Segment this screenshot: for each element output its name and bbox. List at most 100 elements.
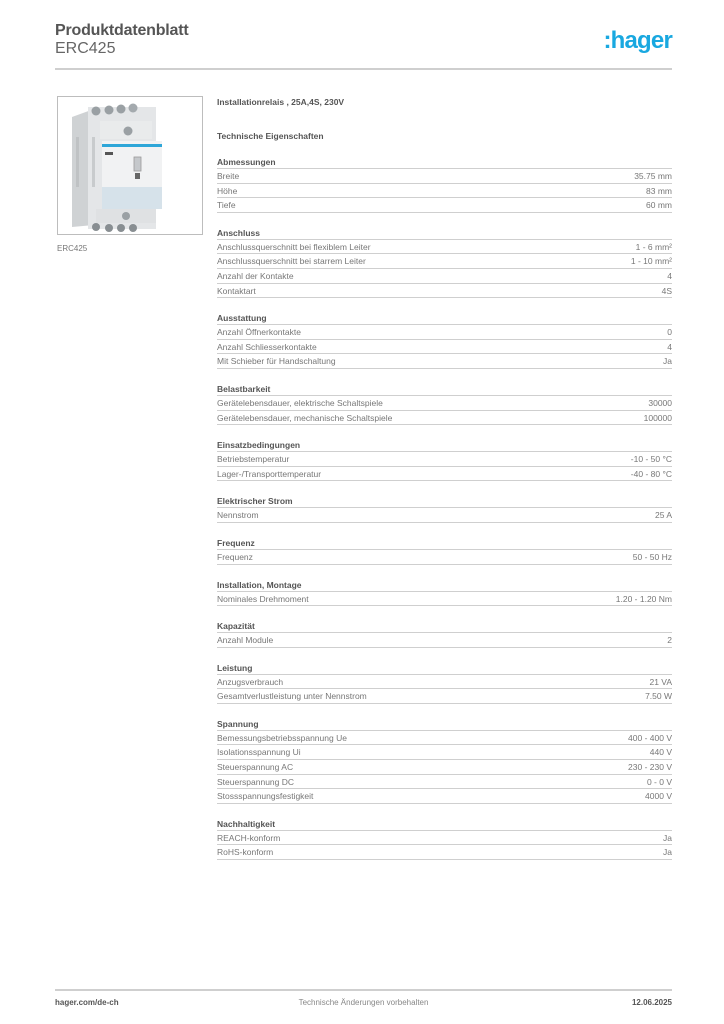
datasheet-content: Installationrelais , 25A,4S, 230V Techni…: [217, 96, 672, 861]
spec-label: Gesamtverlustleistung unter Nennstrom: [217, 691, 367, 702]
spec-row: Tiefe 60 mm: [217, 198, 672, 213]
spec-row: Betriebstemperatur -10 - 50 °C: [217, 452, 672, 467]
spec-label: Anzahl Module: [217, 635, 274, 646]
spec-label: Mit Schieber für Handschaltung: [217, 356, 336, 367]
spec-value: 30000: [648, 397, 672, 408]
spec-row: Anschlussquerschnitt bei flexiblem Leite…: [217, 240, 672, 255]
image-caption: ERC425: [57, 244, 88, 253]
spec-row: Nominales Drehmoment 1.20 - 1.20 Nm: [217, 592, 672, 607]
spec-label: REACH-konform: [217, 832, 281, 843]
section-title: Leistung: [217, 662, 672, 675]
spec-label: Nominales Drehmoment: [217, 593, 309, 604]
section-title: Abmessungen: [217, 156, 672, 169]
spec-label: Bemessungsbetriebsspannung Ue: [217, 732, 347, 743]
spec-row: Anzahl Öffnerkontakte 0: [217, 325, 672, 340]
spec-row: Anzahl Schliesserkontakte 4: [217, 340, 672, 355]
spec-label: Anzahl Öffnerkontakte: [217, 327, 301, 338]
spec-label: Anschlussquerschnitt bei flexiblem Leite…: [217, 241, 371, 252]
spec-row: Anzahl der Kontakte 4: [217, 269, 672, 284]
section-title: Nachhaltigkeit: [217, 818, 672, 831]
footer-website-link[interactable]: hager.com/de-ch: [55, 998, 119, 1007]
spec-value: 0: [667, 327, 672, 338]
spec-label: Betriebstemperatur: [217, 454, 290, 465]
spec-label: Anschlussquerschnitt bei starrem Leiter: [217, 256, 366, 267]
technical-properties-heading: Technische Eigenschaften: [217, 131, 324, 141]
spec-label: Steuerspannung AC: [217, 762, 294, 773]
spec-value: 100000: [643, 412, 672, 423]
spec-label: Gerätelebensdauer, elektrische Schaltspi…: [217, 397, 383, 408]
relay-device-icon: [72, 103, 162, 232]
spec-value: 2: [667, 635, 672, 646]
spec-value: 60 mm: [646, 200, 672, 211]
spec-value: 21 VA: [649, 676, 672, 687]
product-code: ERC425: [55, 40, 116, 57]
spec-value: 4S: [661, 285, 672, 296]
spec-label: Nennstrom: [217, 510, 259, 521]
spec-value: 7.50 W: [645, 691, 672, 702]
spec-label: RoHS-konform: [217, 847, 274, 858]
spec-label: Tiefe: [217, 200, 236, 211]
section-title: Frequenz: [217, 537, 672, 550]
footer-date: 12.06.2025: [631, 998, 672, 1007]
header-divider: [55, 68, 672, 70]
spec-value: 35.75 mm: [634, 171, 672, 181]
spec-row: Anzahl Module 2: [217, 633, 672, 648]
spec-value: 4000 V: [645, 791, 672, 802]
spec-label: Kontaktart: [217, 285, 256, 296]
spec-row: Lager-/Transporttemperatur-40 - 80 °C: [217, 467, 672, 482]
spec-value: 1.20 - 1.20 Nm: [615, 593, 672, 604]
spec-label: Anzugsverbrauch: [217, 676, 284, 687]
spec-row: Steuerspannung AC 230 - 230 V: [217, 760, 672, 775]
spec-row: Mit Schieber für Handschaltung Ja: [217, 354, 672, 369]
spec-row: REACH-konform Ja: [217, 831, 672, 846]
spec-value: 4: [667, 341, 672, 352]
spec-value: 400 - 400 V: [628, 732, 672, 743]
section-title: Elektrischer Strom: [217, 495, 672, 509]
document-title: Produktdatenblatt: [55, 22, 189, 39]
section-title: Belastbarkeit: [217, 383, 672, 396]
spec-row: Bemessungsbetriebsspannung Ue 400 - 400 V: [217, 731, 672, 746]
spec-value: 440 V: [649, 747, 672, 758]
hager-logo: :hager: [603, 27, 672, 54]
spec-value: 0 - 0 V: [646, 776, 672, 787]
footer-disclaimer: Technische Änderungen vorbehalten: [298, 998, 429, 1007]
spec-value: Ja: [663, 356, 672, 367]
spec-value: Ja: [663, 832, 672, 843]
spec-row: Isolationsspannung Ui 440 V: [217, 745, 672, 761]
spec-label: Lager-/Transporttemperatur: [217, 468, 322, 479]
spec-value: -10 - 50 °C: [630, 454, 672, 465]
spec-label: Gerätelebensdauer, mechanische Schaltspi…: [217, 412, 393, 423]
spec-row: Gesamtverlustleistung unter Nennstrom 7.5…: [217, 689, 672, 704]
spec-row: Anschlussquerschnitt bei starrem Leiter 1…: [217, 254, 672, 269]
spec-row: Gerätelebensdauer, mechanische Schaltspi…: [217, 411, 672, 426]
spec-label: Anzahl der Kontakte: [217, 270, 294, 281]
section-title: Anschluss: [217, 227, 672, 240]
spec-value: 230 - 230 V: [628, 762, 672, 773]
spec-value: 4: [667, 270, 672, 281]
spec-value: 1 - 10 mm²: [630, 256, 672, 267]
spec-label: Isolationsspannung Ui: [217, 747, 301, 758]
product-image: [57, 96, 203, 235]
section-title: Ausstattung: [217, 312, 672, 326]
spec-value: 1 - 6 mm²: [635, 241, 672, 252]
spec-label: Anzahl Schliesserkontakte: [217, 341, 317, 352]
spec-label: Frequenz: [217, 551, 253, 562]
spec-row: Kontaktart 4S: [217, 284, 672, 299]
